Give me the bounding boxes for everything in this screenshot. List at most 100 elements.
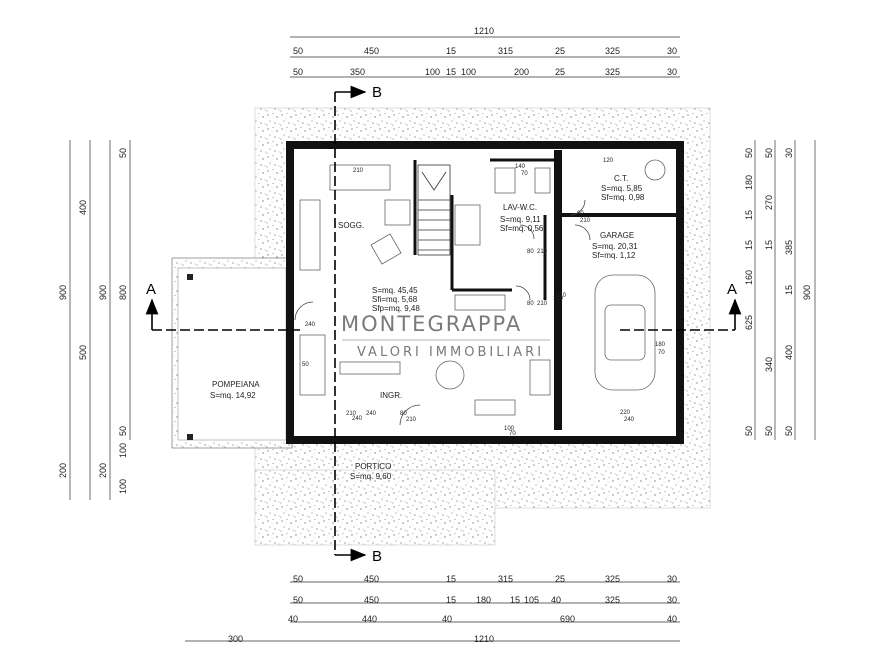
- room-ct-sf: Sf=mq. 0,98: [601, 193, 645, 202]
- dim-left-low: 200: [58, 463, 68, 478]
- dim-top-r1: 325: [605, 46, 620, 56]
- watermark-name: MONTEGRAPPA: [341, 312, 522, 336]
- dim-bot-r2: 15: [510, 595, 520, 605]
- opening-label: 240: [352, 416, 363, 422]
- dim-bot-r3: 40: [667, 614, 677, 624]
- dim-bot-r2: 40: [551, 595, 561, 605]
- opening-label: 210: [406, 417, 417, 423]
- pompeiana-area: [171, 257, 293, 449]
- dim-left-low: 200: [98, 463, 108, 478]
- dim-top-r1: 50: [293, 46, 303, 56]
- dim-bot-r1: 325: [605, 574, 620, 584]
- opening-label: 210: [346, 411, 357, 417]
- dim-bot-left: 300: [228, 634, 243, 644]
- walls: [286, 141, 684, 444]
- dim-left-mid: 900: [98, 285, 108, 300]
- room-lav-sf: Sf=mq. 0,56: [500, 224, 544, 233]
- room-sogg-sfp: Sfp=mq. 9,48: [372, 304, 420, 313]
- room-garage-name: GARAGE: [600, 231, 634, 240]
- dim-left-split: 500: [78, 345, 88, 360]
- dim-top-r1: 15: [446, 46, 456, 56]
- opening-label: 240: [366, 411, 377, 417]
- opening-label: 210: [353, 168, 364, 174]
- dim-bot-r1: 50: [293, 574, 303, 584]
- dim-left-low: 100: [118, 479, 128, 494]
- section-lines: [145, 85, 742, 562]
- dim-bot-r1: 25: [555, 574, 565, 584]
- dim-top-r1: 30: [667, 46, 677, 56]
- dimension-bottom: 50 450 15 315 25 325 30 50 450 15 180 15…: [228, 574, 677, 644]
- dim-top-r2: 25: [555, 67, 565, 77]
- dim-bot-r2: 50: [293, 595, 303, 605]
- room-garage-s: S=mq. 20,31: [592, 242, 638, 251]
- dim-top-r1: 315: [498, 46, 513, 56]
- dim-bot-r2: 450: [364, 595, 379, 605]
- opening-label: 80: [400, 411, 407, 417]
- opening-label: 120: [603, 158, 614, 164]
- gravel-front: [254, 469, 496, 546]
- section-b-label-bottom: B: [372, 548, 382, 565]
- room-pompeiana-s: S=mq. 14,92: [210, 391, 256, 400]
- dim-left-split: 50: [118, 148, 128, 158]
- opening-labels: 240 210 140 70 80 80 210 120 120 210 180…: [302, 158, 666, 437]
- dim-right-b: 50: [764, 426, 774, 436]
- dim-bot-r1: 30: [667, 574, 677, 584]
- dim-right-b: 270: [764, 195, 774, 210]
- section-a-label-right: A: [727, 281, 737, 298]
- dim-bot-r1: 15: [446, 574, 456, 584]
- opening-label: 70: [509, 431, 516, 437]
- dim-top-r2: 30: [667, 67, 677, 77]
- opening-label: 210: [556, 293, 567, 299]
- dim-right-a: 50: [744, 148, 754, 158]
- dim-top-r2: 200: [514, 67, 529, 77]
- dim-right-outer: 900: [802, 285, 812, 300]
- dim-bot-r3: 40: [442, 614, 452, 624]
- dim-right-a: 180: [744, 175, 754, 190]
- opening-label: 100: [504, 426, 515, 432]
- dim-bot-r1: 315: [498, 574, 513, 584]
- stair: [417, 164, 451, 256]
- dim-bot-r2: 15: [446, 595, 456, 605]
- room-sogg-sfi: Sfi=mq. 5,68: [372, 295, 418, 304]
- opening-label: 220: [620, 410, 631, 416]
- opening-label: 210: [537, 249, 548, 255]
- room-portico-name: PORTICO: [355, 462, 391, 471]
- dimension-lines: [69, 36, 816, 642]
- dim-right-b: 15: [764, 240, 774, 250]
- room-garage-sf: Sf=mq. 1,12: [592, 251, 636, 260]
- opening-label: 180: [655, 342, 666, 348]
- opening-label: 210: [537, 301, 548, 307]
- furniture: [299, 159, 666, 416]
- opening-label: 80: [527, 301, 534, 307]
- opening-label: 50: [302, 362, 309, 368]
- dim-right-a: 15: [744, 210, 754, 220]
- watermark: MONTEGRAPPA VALORI IMMOBILIARI: [341, 312, 550, 360]
- dim-bot-r2: 180: [476, 595, 491, 605]
- opening-label: 70: [658, 350, 665, 356]
- room-lav-s: S=mq. 9,11: [500, 215, 541, 224]
- dim-right-a: 340: [764, 357, 774, 372]
- room-sogg-name: SOGG.: [338, 221, 364, 230]
- dim-right-d: 385: [784, 240, 794, 255]
- room-ct-name: C.T.: [614, 174, 628, 183]
- dim-bot-total: 1210: [474, 634, 494, 644]
- dim-right-c: 50: [784, 426, 794, 436]
- dim-left-split: 50: [118, 426, 128, 436]
- dim-right-c: 30: [784, 148, 794, 158]
- dim-bot-r2: 325: [605, 595, 620, 605]
- dim-left-low: 100: [118, 443, 128, 458]
- dim-bot-r1: 450: [364, 574, 379, 584]
- dim-top-r2: 100: [425, 67, 440, 77]
- dimension-right: 50 180 15 160 15 340 50 50 270 15 400 50…: [744, 148, 812, 436]
- dim-right-b: 50: [764, 148, 774, 158]
- dim-right-a: 160: [744, 270, 754, 285]
- dim-left-outer: 900: [58, 285, 68, 300]
- opening-label: 80: [527, 249, 534, 255]
- room-pompeiana-name: POMPEIANA: [212, 380, 260, 389]
- dim-top-r2: 15: [446, 67, 456, 77]
- section-a-label-left: A: [146, 281, 156, 298]
- outer-wall: [286, 141, 684, 444]
- dim-top-r1: 25: [555, 46, 565, 56]
- room-ingr-name: INGR.: [380, 391, 402, 400]
